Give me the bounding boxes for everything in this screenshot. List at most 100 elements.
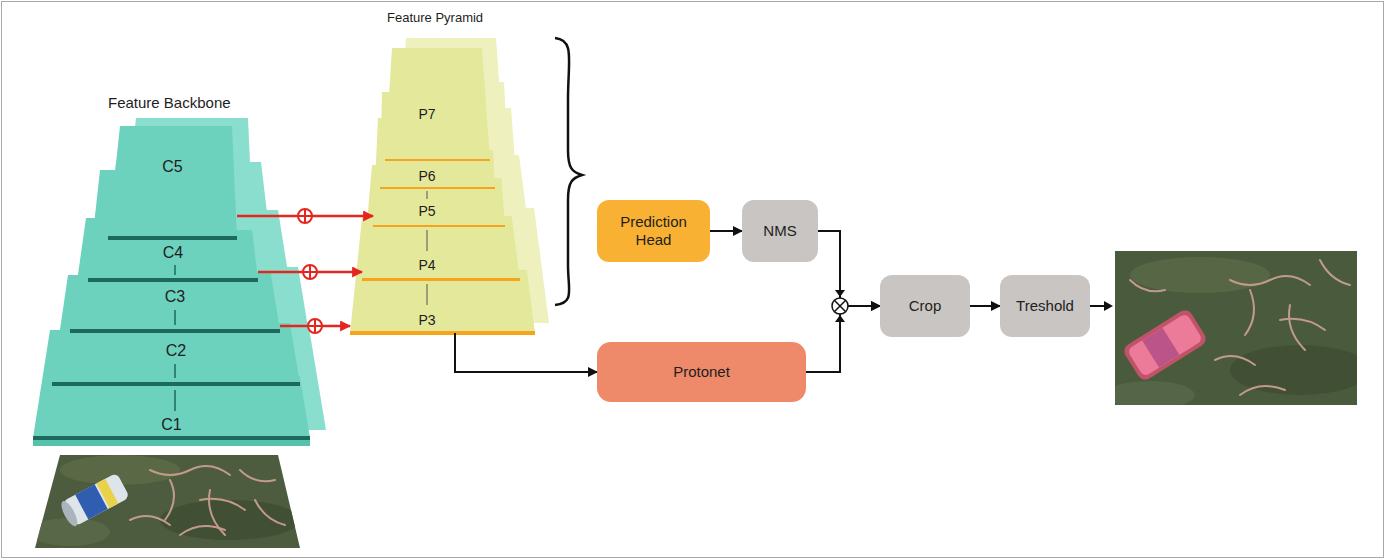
level-label: C4 <box>163 244 183 262</box>
slab-edge <box>70 329 280 333</box>
sum-symbol <box>308 319 322 333</box>
star-arm <box>240 470 275 481</box>
box-label: NMS <box>763 222 796 240</box>
pyramid-level: P3 <box>350 306 535 333</box>
pyramid-level: P7 <box>410 104 444 124</box>
sum-symbol <box>298 209 312 223</box>
star-arm <box>1240 386 1285 395</box>
level-tick <box>174 310 176 325</box>
slab-edge <box>373 225 505 227</box>
arrow-connector <box>455 333 597 372</box>
star-arm <box>1230 276 1310 285</box>
star-arm <box>1245 290 1254 335</box>
brittle-stars <box>130 466 285 535</box>
level-label: P5 <box>418 202 435 220</box>
level-tick <box>427 230 428 251</box>
stage-heading: Feature Pyramid <box>387 9 483 27</box>
slab-edge <box>362 278 520 281</box>
backbone-level: C1 <box>33 414 310 436</box>
star-arm <box>255 500 285 525</box>
level-tick <box>174 364 176 378</box>
star-arm <box>1280 319 1325 330</box>
level-label: C3 <box>165 288 185 306</box>
slab-face <box>108 126 237 238</box>
curly-brace <box>555 38 582 305</box>
slab-edge <box>88 278 258 282</box>
star-arm <box>180 526 225 535</box>
pyramid-level: P4 <box>362 252 520 278</box>
backbone-level: C5 <box>108 150 237 238</box>
slab-edge <box>33 436 310 440</box>
masked-can <box>1121 307 1208 382</box>
backbone-stack <box>33 118 326 446</box>
level-label: C1 <box>161 416 181 434</box>
arrow-connector <box>818 231 880 306</box>
slab-face <box>385 48 490 160</box>
slab-edge <box>385 159 490 161</box>
level-label: P4 <box>418 256 435 274</box>
backbone-level: C2 <box>52 340 300 384</box>
arrow-head <box>835 315 845 322</box>
seabed-patch <box>160 500 300 540</box>
star-arm <box>1130 280 1165 291</box>
level-label: P7 <box>418 105 435 123</box>
box-label: Crop <box>909 297 942 315</box>
arrow-connector <box>806 306 880 372</box>
slab-edge <box>52 382 300 386</box>
seabed-patch <box>1115 381 1195 405</box>
level-tick <box>427 284 428 305</box>
sum-symbol <box>303 265 317 279</box>
sum-symbols <box>298 209 322 333</box>
arrow-head <box>835 290 845 297</box>
star-arm <box>200 499 245 510</box>
level-tick <box>427 191 428 199</box>
slab-edge <box>350 331 535 335</box>
stage-heading: Feature Backbone <box>108 94 231 112</box>
process-box: Crop <box>880 275 970 337</box>
level-tick <box>174 265 176 275</box>
star-arm <box>1320 260 1350 285</box>
arrow-head <box>1104 301 1113 311</box>
level-label: P6 <box>418 167 435 185</box>
sum-symbol <box>308 319 322 333</box>
product-symbol <box>832 298 848 314</box>
star-arm <box>165 480 174 520</box>
can-stripe <box>96 479 118 508</box>
box-label: Treshold <box>1016 297 1074 315</box>
star-arm <box>1215 356 1255 365</box>
backbone-level: C4 <box>88 242 258 280</box>
process-box: Protonet <box>597 342 806 402</box>
seabed <box>30 450 305 550</box>
level-label: C5 <box>162 158 182 176</box>
instance-mask <box>1121 307 1208 382</box>
sum-symbol <box>303 265 317 279</box>
process-box: Prediction Head <box>597 200 710 262</box>
sum-symbol <box>298 209 312 223</box>
process-box: Treshold <box>1000 275 1090 337</box>
slab-edge <box>108 236 237 240</box>
output-arrow <box>1090 305 1104 307</box>
star-arm <box>1289 305 1305 350</box>
level-tick <box>174 390 176 411</box>
can-end <box>58 499 80 528</box>
arrow-connector <box>710 230 742 232</box>
star-arm <box>130 516 170 525</box>
can <box>58 473 129 529</box>
pyramid-stack <box>350 38 549 335</box>
box-label: Protonet <box>673 363 730 381</box>
pyramid-level: P5 <box>373 200 505 222</box>
input-photo <box>30 450 305 550</box>
product-symbol <box>834 300 845 311</box>
backbone-level: C3 <box>70 286 280 331</box>
slab-front <box>33 440 310 446</box>
seabed-patch <box>1130 257 1270 293</box>
output-photo <box>1115 251 1357 405</box>
box-label: Prediction Head <box>607 213 700 249</box>
slab-edge <box>380 187 495 189</box>
level-label: C2 <box>166 342 186 360</box>
